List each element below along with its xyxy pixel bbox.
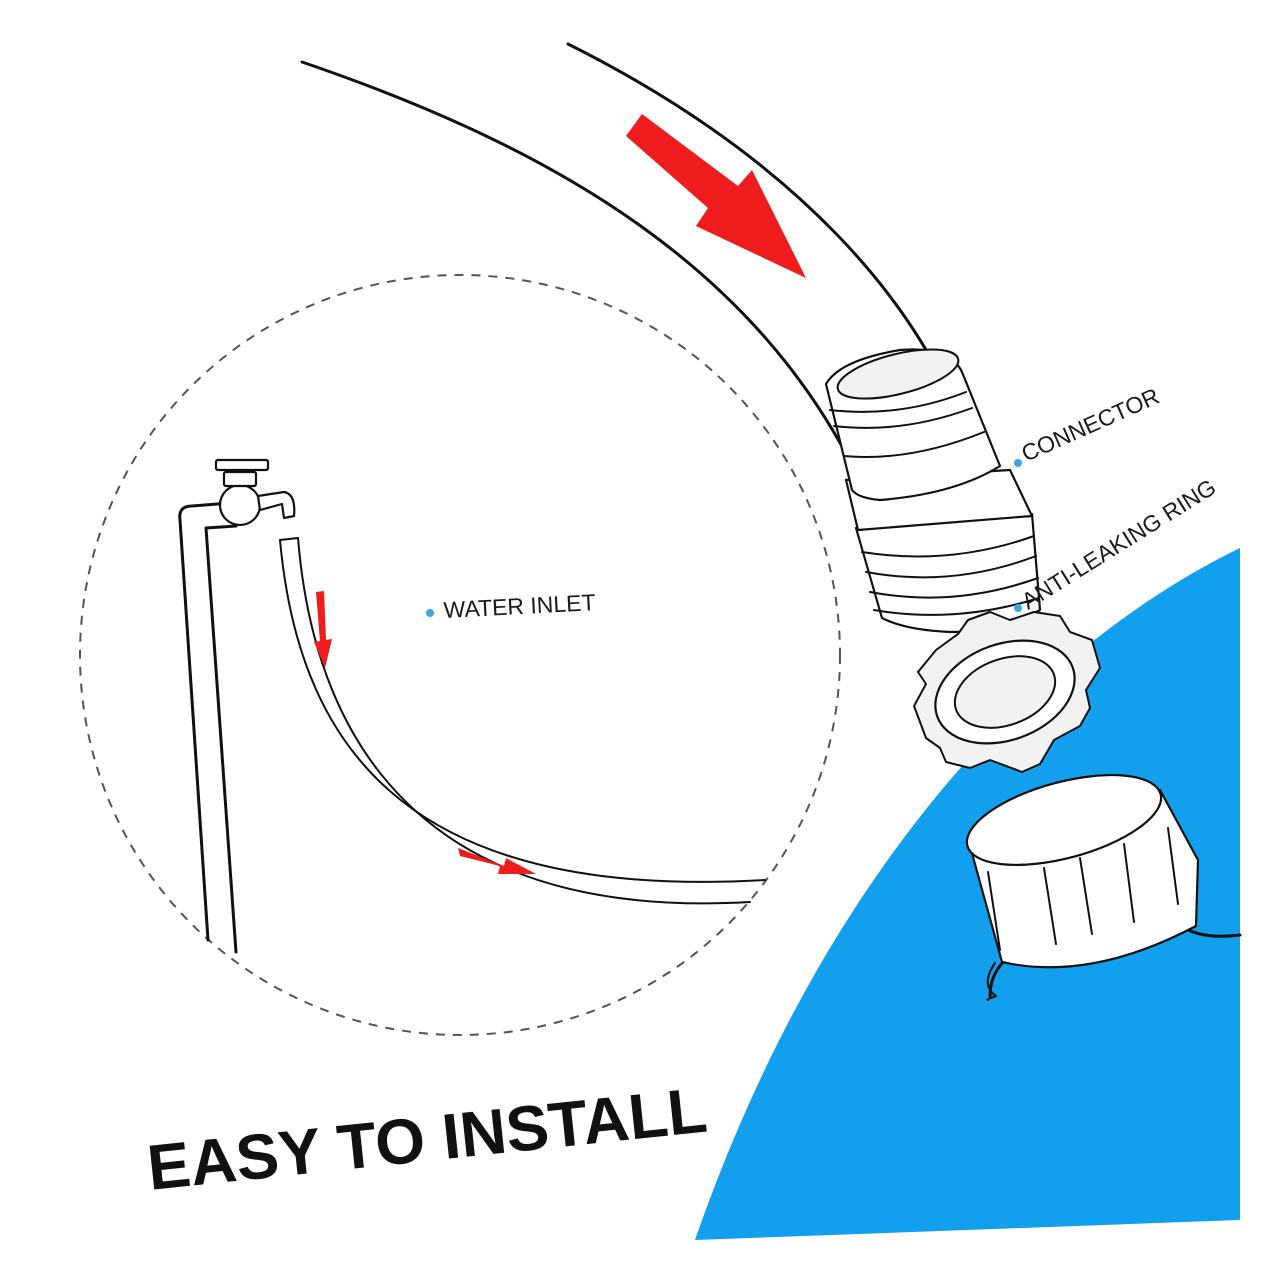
- inset-circle: [79, 274, 841, 1036]
- water-inlet-text: WATER INLET: [443, 589, 596, 623]
- water-inlet-label: WATER INLET: [426, 589, 596, 623]
- hose-icon: [279, 537, 766, 905]
- water-container: [695, 548, 1240, 1240]
- faucet-icon: [178, 458, 296, 954]
- flow-arrow-icon: [626, 114, 806, 278]
- connector-label: CONNECTOR: [1014, 383, 1163, 467]
- flow-arrow-right-icon: [458, 848, 536, 874]
- flow-arrow-down-icon: [314, 591, 332, 668]
- headline: EASY TO INSTALL: [144, 1074, 710, 1204]
- ring-icon: [913, 611, 1101, 773]
- connector-icon: [824, 348, 1042, 634]
- cap-icon: [965, 773, 1242, 1001]
- connector-text: CONNECTOR: [1017, 383, 1163, 467]
